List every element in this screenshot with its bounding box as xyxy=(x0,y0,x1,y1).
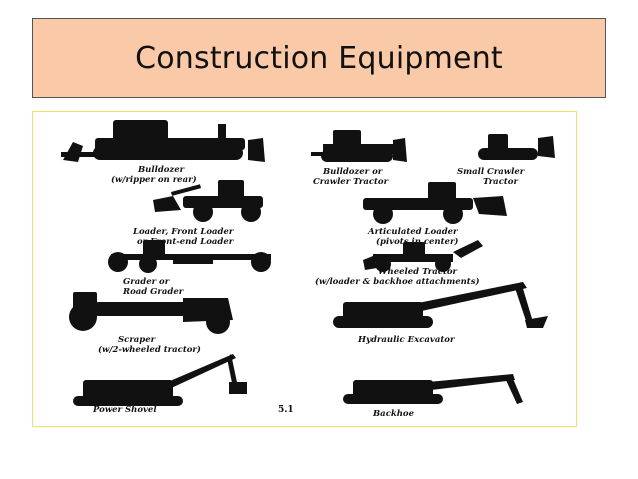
front-loader-icon xyxy=(153,180,263,222)
figure-number: 5.1 xyxy=(278,405,294,415)
label-bulldozer: Bulldozer xyxy=(137,165,185,175)
label-excavator: Hydraulic Excavator xyxy=(357,335,455,345)
label-bulldozer-note: (w/ripper on rear) xyxy=(111,174,197,185)
label-small-crawler-note: Tractor xyxy=(483,177,518,187)
label-scraper-note: (w/2-wheeled tractor) xyxy=(98,344,201,355)
label-scraper: Scraper xyxy=(118,335,156,345)
label-loader-note: or Front-end Loader xyxy=(137,237,234,247)
small-crawler-icon xyxy=(478,134,555,160)
label-small-crawler: Small Crawler xyxy=(457,167,525,177)
label-crawler: Bulldozer or xyxy=(322,167,383,177)
label-loader: Loader, Front Loader xyxy=(132,227,234,237)
label-backhoe: Backhoe xyxy=(372,409,415,419)
articulated-loader-icon xyxy=(363,182,507,224)
backhoe-icon xyxy=(343,374,523,404)
label-articulated: Articulated Loader xyxy=(367,227,458,237)
page-title: Construction Equipment xyxy=(135,40,503,76)
equipment-illustration: Bulldozer (w/ripper on rear) Bulldozer o… xyxy=(32,111,577,427)
label-crawler-note: Crawler Tractor xyxy=(313,177,389,187)
equipment-drawings: Bulldozer (w/ripper on rear) Bulldozer o… xyxy=(61,120,555,419)
label-power-shovel: Power Shovel xyxy=(92,405,157,415)
crawler-tractor-icon xyxy=(311,130,407,162)
power-shovel-icon xyxy=(73,354,247,406)
label-wheeled: Wheeled Tractor xyxy=(378,267,458,277)
label-wheeled-note: (w/loader & backhoe attachments) xyxy=(315,276,480,287)
label-grader-note: Road Grader xyxy=(122,287,184,297)
label-articulated-note: (pivots in center) xyxy=(376,236,458,247)
excavator-icon xyxy=(333,282,548,328)
grader-icon xyxy=(108,240,271,273)
scraper-icon xyxy=(69,292,233,334)
wheeled-tractor-icon xyxy=(363,240,483,272)
bulldozer-icon xyxy=(61,120,265,162)
label-grader: Grader or xyxy=(123,277,170,287)
title-box: Construction Equipment xyxy=(32,18,606,98)
